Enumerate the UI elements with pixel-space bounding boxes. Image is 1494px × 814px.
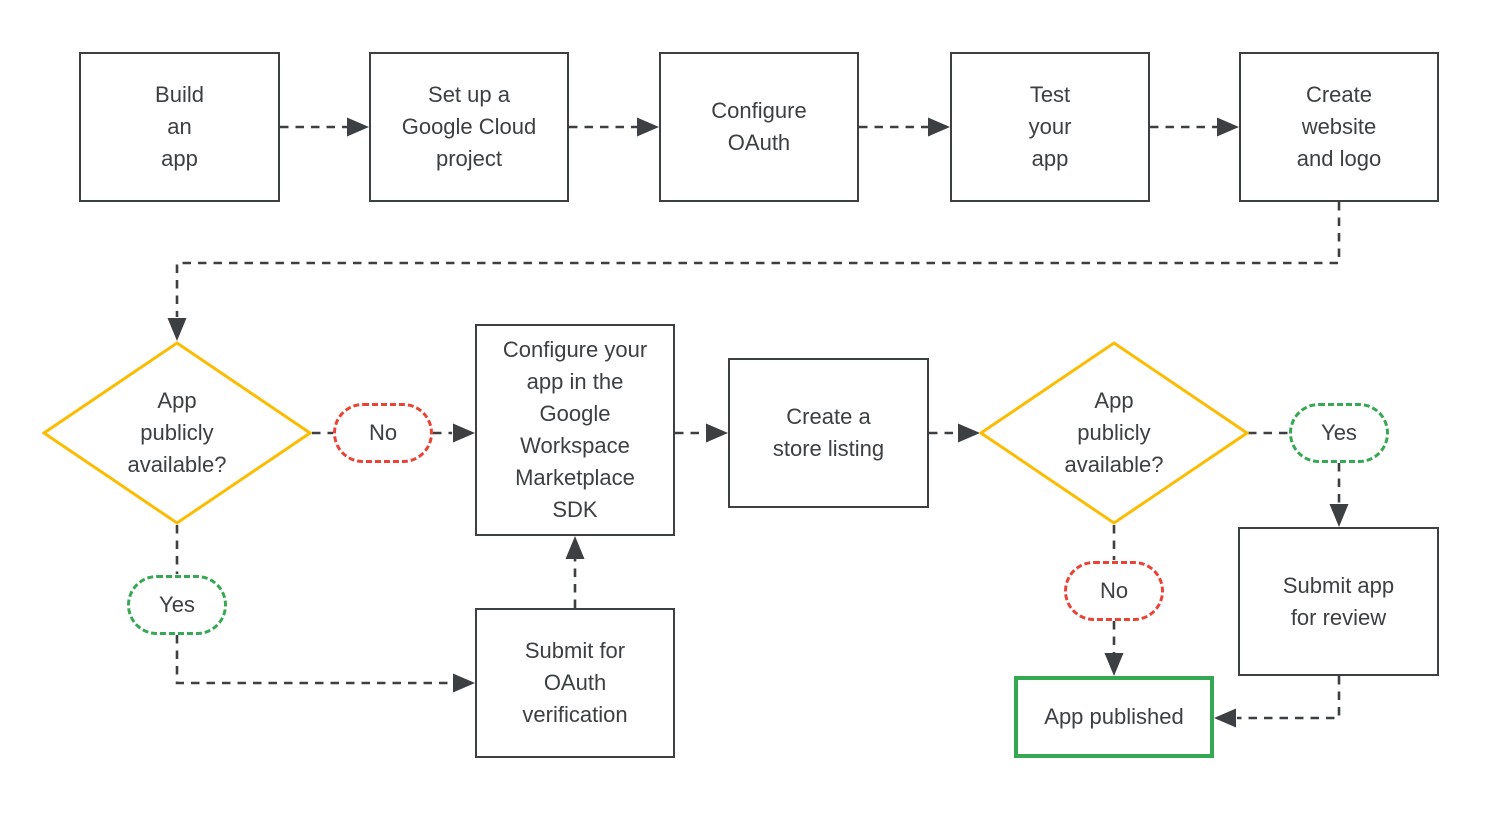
node-test-your-app: Test your app — [950, 52, 1150, 202]
node-setup-google-cloud-project: Set up a Google Cloud project — [369, 52, 569, 202]
node-configure-oauth: Configure OAuth — [659, 52, 859, 202]
diamond-shape — [979, 341, 1249, 525]
node-app-published: App published — [1014, 676, 1214, 758]
branch-no-right: No — [1064, 561, 1164, 621]
decision-label: App publicly available? — [127, 388, 227, 477]
node-create-store-listing: Create a store listing — [728, 358, 929, 508]
node-submit-app-for-review: Submit app for review — [1238, 527, 1439, 676]
decision-label: App publicly available? — [1064, 388, 1164, 477]
diamond-shape — [42, 341, 312, 525]
branch-yes-right: Yes — [1289, 403, 1389, 463]
node-build-an-app: Build an app — [79, 52, 280, 202]
node-configure-marketplace-sdk: Configure your app in the Google Workspa… — [475, 324, 675, 536]
branch-no-left: No — [333, 403, 433, 463]
decision-app-publicly-available-left: App publicly available? — [42, 341, 312, 525]
branch-yes-left: Yes — [127, 575, 227, 635]
decision-app-publicly-available-right: App publicly available? — [979, 341, 1249, 525]
flow-arrows — [167, 117, 1349, 728]
node-create-website-and-logo: Create website and logo — [1239, 52, 1439, 202]
node-submit-for-oauth-verification: Submit for OAuth verification — [475, 608, 675, 758]
